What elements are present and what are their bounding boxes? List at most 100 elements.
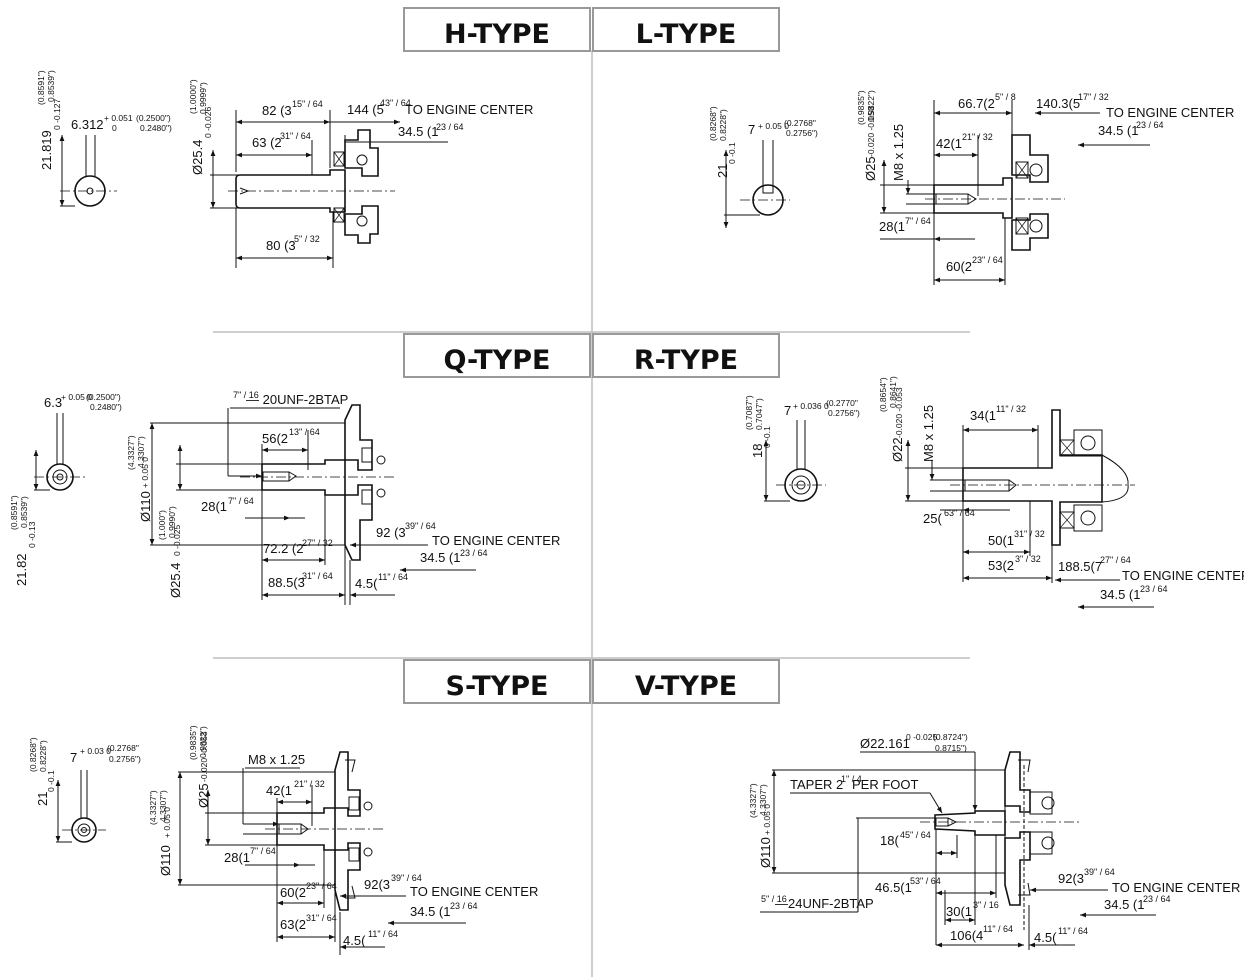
s-dim-45: 4.5( — [343, 933, 366, 948]
header-h-type: H-TYPE — [403, 7, 591, 52]
header-l-type: L-TYPE — [592, 7, 780, 52]
l-dim-1403-frac: 17" / 32 — [1078, 92, 1109, 102]
q-dim-885-frac: 31" / 64 — [302, 571, 333, 581]
s-pilot-dia: Ø110 — [158, 845, 173, 876]
l-shaft-profile — [933, 177, 1013, 219]
r-dim-1885-frac: 27" / 64 — [1100, 555, 1131, 565]
grid-lines — [213, 50, 970, 977]
v-pilot-dia: Ø110 — [758, 837, 773, 868]
l-housing-top — [1011, 134, 1049, 183]
r-shaft-dia: Ø22 — [890, 437, 905, 462]
v-dim-45-frac: 11" / 64 — [1058, 926, 1088, 936]
l-dim-345: 34.5 (1 — [1098, 123, 1138, 138]
q-to-center: TO ENGINE CENTER — [432, 533, 560, 548]
h-keyway-depth-tol: 0 -0.127 — [52, 99, 62, 130]
q-key-width-in2: 0.2480") — [90, 402, 122, 412]
s-dim-42: 42(1 — [266, 783, 292, 798]
s-thread: M8 x 1.25 — [248, 752, 305, 767]
l-dim-1403: 140.3(5 — [1036, 96, 1080, 111]
q-key-width-tol: + 0.05 0 — [61, 392, 92, 402]
h-dim-345: 34.5 (1 — [398, 124, 438, 139]
r-dim-345: 34.5 (1 — [1100, 587, 1140, 602]
r-dim-1885: 188.5(7 — [1058, 559, 1102, 574]
s-key-width-tol: + 0.03 0 — [80, 746, 111, 756]
q-dim-45-frac: 11" / 64 — [378, 572, 408, 582]
s-dim-28-frac: 7" / 64 — [250, 846, 276, 856]
q-dim-885: 88.5(3 — [268, 575, 305, 590]
q-shaft-dia-in: (1.000") — [157, 510, 167, 540]
l-dim-345-frac: 23 / 64 — [1136, 120, 1164, 130]
header-s-type: S-TYPE — [403, 659, 591, 704]
h-type-title: H-TYPE — [444, 19, 550, 50]
q-shaft-profile — [261, 459, 346, 496]
s-flange-top — [334, 751, 361, 817]
q-shaft-dia-tol: 0 -0.025 — [172, 525, 182, 556]
h-dim-345-frac: 23 / 64 — [436, 122, 464, 132]
h-shaft-profile — [235, 169, 346, 213]
h-dim-80: 80 (3 — [266, 238, 296, 253]
r-key-width: 7 — [784, 403, 791, 418]
v-taper: TAPER 2 — [790, 777, 843, 792]
v-dim-106: 106(4 — [950, 928, 983, 943]
v-dim-92-frac: 39" / 64 — [1084, 867, 1115, 877]
header-v-type: V-TYPE — [592, 659, 780, 704]
h-shaft-dia: Ø25.4 — [190, 140, 205, 175]
l-keyway-depth: 21 — [715, 164, 730, 178]
s-pilot-in2: 4.3307") — [158, 790, 168, 822]
l-key-width-in: (0.2768" — [784, 118, 816, 128]
q-keyway-depth: 21.82 — [14, 553, 29, 586]
v-dim-30-frac: 3" / 16 — [973, 900, 999, 910]
l-dim-667: 66.7(2 — [958, 96, 995, 111]
s-pilot-tol: + 0.05 0 — [162, 807, 172, 838]
v-to-center: TO ENGINE CENTER — [1112, 880, 1240, 895]
v-shaft-dia-in: (0.8724") — [933, 732, 968, 742]
r-dim-25: 25( — [923, 511, 942, 526]
l-dim-667-frac: 5" / 8 — [995, 92, 1016, 102]
v-dim-345: 34.5 (1 — [1104, 897, 1144, 912]
v-taper-frac: 1" / 4 — [841, 774, 862, 784]
h-dim-82: 82 (3 — [262, 103, 292, 118]
h-shaft-dia-in: (1.0000") — [188, 79, 198, 114]
v-dim-92: 92(3 — [1058, 871, 1084, 886]
q-pilot-tol: + 0.05 0 — [140, 457, 150, 488]
v-pilot-in2: 4.3307") — [758, 784, 768, 816]
s-type-title: S-TYPE — [446, 671, 549, 702]
r-dim-50-frac: 31" / 32 — [1014, 529, 1045, 539]
v-taper2: PER FOOT — [852, 777, 919, 792]
header-q-type: Q-TYPE — [403, 333, 591, 378]
h-key-width-tol-minus: 0 — [112, 123, 117, 133]
s-key-width-in2: 0.2756") — [109, 754, 141, 764]
q-type-drawing: 21.82 0 -0.13 (0.8591") 0.8539") 6.3 + 0… — [9, 390, 560, 605]
s-dim-42-frac: 21" / 32 — [294, 779, 325, 789]
s-shaft-dia: Ø25 — [196, 783, 211, 808]
s-dim-92: 92(3 — [364, 877, 390, 892]
q-keyway-depth-in2: 0.8539") — [19, 496, 29, 528]
l-keyway-depth-tol: 0 -0.1 — [727, 142, 737, 164]
h-dim-144-frac: 43" / 64 — [380, 98, 411, 108]
s-key-width: 7 — [70, 750, 77, 765]
q-dim-28-frac: 7" / 64 — [228, 496, 254, 506]
h-dim-63-frac: 31" / 64 — [280, 131, 311, 141]
v-shaft-dia: Ø22.161 — [860, 736, 910, 751]
q-dim-28: 28(1 — [201, 499, 227, 514]
s-type-drawing: 21 0 -0.1 (0.8268") 0.8228") 7 + 0.03 0 … — [28, 725, 538, 955]
l-shaft-dia-in: (0.9835") — [856, 90, 866, 125]
l-to-center: TO ENGINE CENTER — [1106, 105, 1234, 120]
r-keyway-depth-tol: 0 -0.1 — [762, 426, 772, 448]
q-dim-345: 34.5 (1 — [420, 550, 460, 565]
v-pilot-in: (4.3327") — [748, 783, 758, 818]
q-flange-top — [344, 404, 373, 471]
l-dim-42-frac: 21" / 32 — [962, 132, 993, 142]
s-shaft-dia-in2: 0.9822") — [198, 726, 208, 758]
v-dim-18-frac: 45" / 64 — [900, 830, 931, 840]
h-key-width: 6.312 — [71, 117, 104, 132]
r-dim-25-frac: 63" / 64 — [944, 508, 975, 518]
l-housing-bottom — [1011, 213, 1049, 251]
s-keyway-depth-in2: 0.8228") — [38, 740, 48, 772]
q-dim-56-frac: 13" / 64 — [289, 427, 320, 437]
h-to-center: TO ENGINE CENTER — [405, 102, 533, 117]
r-shaft-dia-tol: -0.020 -0.053 — [894, 387, 904, 438]
h-dim-144: 144 (5 — [347, 102, 384, 117]
r-dim-53: 53(2 — [988, 558, 1014, 573]
s-dim-63: 63(2 — [280, 917, 306, 932]
